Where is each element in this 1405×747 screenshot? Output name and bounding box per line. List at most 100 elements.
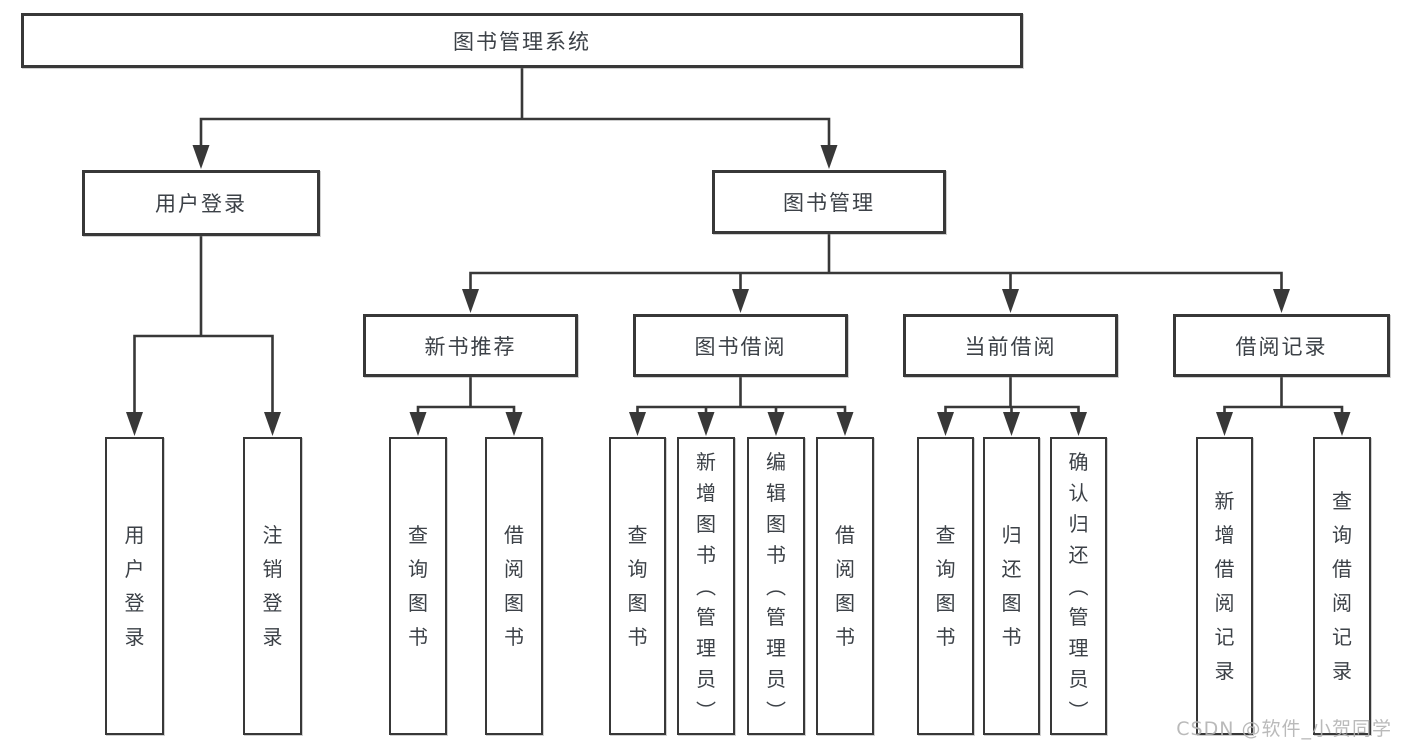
node-label-char: 注 (262, 523, 283, 547)
node-label: 借阅记录 (1235, 334, 1328, 359)
node-leaf-rec-add: 新增借阅记录 (1196, 437, 1253, 735)
node-label-char: 还 (1001, 557, 1022, 581)
node-label-char: 书 (1001, 625, 1022, 649)
node-label-char: 登 (262, 591, 283, 615)
node-label-char: （ (694, 576, 718, 596)
node-label-char: 录 (1214, 659, 1235, 683)
node-label: 图书管理 (783, 191, 875, 215)
node-label-char: 借 (835, 523, 855, 547)
node-label-char: 询 (1332, 523, 1352, 547)
node-label-char: 书 (935, 625, 956, 649)
node-label-char: （ (1066, 576, 1091, 596)
node-current: 当前借阅 (903, 314, 1118, 377)
node-label-char: 录 (262, 625, 283, 649)
node-label-char: 员 (1068, 667, 1089, 691)
watermark: CSDN @软件_小贺同学 (1176, 718, 1392, 740)
node-label-char: 管 (696, 605, 716, 629)
node-label-char: 员 (766, 667, 786, 691)
node-label-char: 认 (1068, 481, 1089, 505)
node-label-char: 确 (1068, 450, 1089, 474)
node-label-char: ） (1066, 700, 1091, 720)
node-label-char: 登 (124, 591, 145, 615)
node-label-char: 录 (1332, 659, 1352, 683)
node-login: 用户登录 (82, 170, 320, 236)
node-leaf-nb-query: 查询图书 (389, 437, 447, 735)
node-label-char: 阅 (1214, 591, 1235, 615)
node-label-char: 理 (1068, 636, 1089, 660)
node-label-char: 阅 (835, 557, 855, 581)
node-label: 图书管理系统 (453, 29, 591, 54)
node-leaf-nb-borrow: 借阅图书 (485, 437, 543, 735)
node-label-char: 记 (1332, 625, 1352, 649)
node-label-char: 图 (504, 591, 524, 615)
node-leaf-cur-return: 归还图书 (983, 437, 1040, 735)
node-label-char: 借 (1214, 557, 1235, 581)
node-label-char: 查 (408, 523, 428, 547)
node-label-char: 查 (1332, 489, 1352, 513)
node-label-char: 辑 (766, 481, 786, 505)
node-label: 用户登录 (155, 192, 247, 216)
node-label-char: 用 (124, 523, 145, 547)
node-label-char: 户 (124, 557, 145, 581)
node-label-char: 归 (1068, 512, 1089, 536)
node-label-char: 还 (1068, 543, 1089, 567)
node-leaf-bw-edit: 编辑图书 （ 管理员 ） (747, 437, 805, 735)
node-leaf-cur-query: 查询图书 (917, 437, 974, 735)
node-leaf-bw-add: 新增图书 （ 管理员 ） (677, 437, 735, 735)
node-label-char: 管 (766, 605, 786, 629)
node-label-char: 阅 (504, 557, 524, 581)
node-label-char: 借 (1332, 557, 1352, 581)
node-label-char: 询 (935, 557, 956, 581)
node-label-char: 询 (408, 557, 428, 581)
node-label-char: 图 (935, 591, 956, 615)
node-label-char: 理 (766, 636, 786, 660)
node-records: 借阅记录 (1173, 314, 1390, 377)
node-mgmt: 图书管理 (712, 170, 946, 234)
node-label-char: 书 (504, 625, 524, 649)
node-root: 图书管理系统 (21, 13, 1023, 68)
node-leaf-user-login: 用户登录 (105, 437, 164, 735)
node-label-char: 销 (262, 557, 283, 581)
node-label-char: 图 (835, 591, 855, 615)
node-leaf-rec-query: 查询借阅记录 (1313, 437, 1371, 735)
node-label-char: 书 (408, 625, 428, 649)
node-label-char: 录 (124, 625, 145, 649)
node-label-char: 归 (1001, 523, 1022, 547)
node-label-char: 阅 (1332, 591, 1352, 615)
node-label-char: 询 (627, 557, 648, 581)
node-label-char: 查 (627, 523, 648, 547)
node-leaf-logout: 注销登录 (243, 437, 302, 735)
node-label-char: 增 (696, 481, 716, 505)
node-label-char: 新 (696, 450, 716, 474)
node-label-char: 图 (408, 591, 428, 615)
node-label-char: ） (694, 700, 718, 720)
node-label-char: 书 (835, 625, 855, 649)
node-label-char: 查 (935, 523, 956, 547)
node-label-char: 书 (696, 543, 716, 567)
node-leaf-bw-borrow: 借阅图书 (816, 437, 874, 735)
node-label-char: 记 (1214, 625, 1235, 649)
node-label-char: 员 (696, 667, 716, 691)
node-label-char: 新 (1214, 489, 1235, 513)
node-borrow: 图书借阅 (633, 314, 848, 377)
node-label-char: 图 (696, 512, 716, 536)
node-label-char: 借 (504, 523, 524, 547)
node-leaf-bw-query: 查询图书 (609, 437, 666, 735)
node-label-char: 书 (766, 543, 786, 567)
node-label-char: 书 (627, 625, 648, 649)
node-label: 当前借阅 (964, 334, 1057, 359)
node-label-char: 增 (1214, 523, 1235, 547)
node-newbook: 新书推荐 (363, 314, 578, 377)
node-label-char: 管 (1068, 605, 1089, 629)
node-label: 图书借阅 (694, 334, 787, 359)
node-label-char: ） (764, 700, 788, 720)
node-label: 新书推荐 (424, 334, 517, 359)
node-label-char: 编 (766, 450, 786, 474)
node-leaf-cur-confirm: 确认归还 （ 管理员 ） (1050, 437, 1107, 735)
node-label-char: （ (764, 576, 788, 596)
node-label-char: 图 (766, 512, 786, 536)
node-label-char: 理 (696, 636, 716, 660)
node-label-char: 图 (627, 591, 648, 615)
